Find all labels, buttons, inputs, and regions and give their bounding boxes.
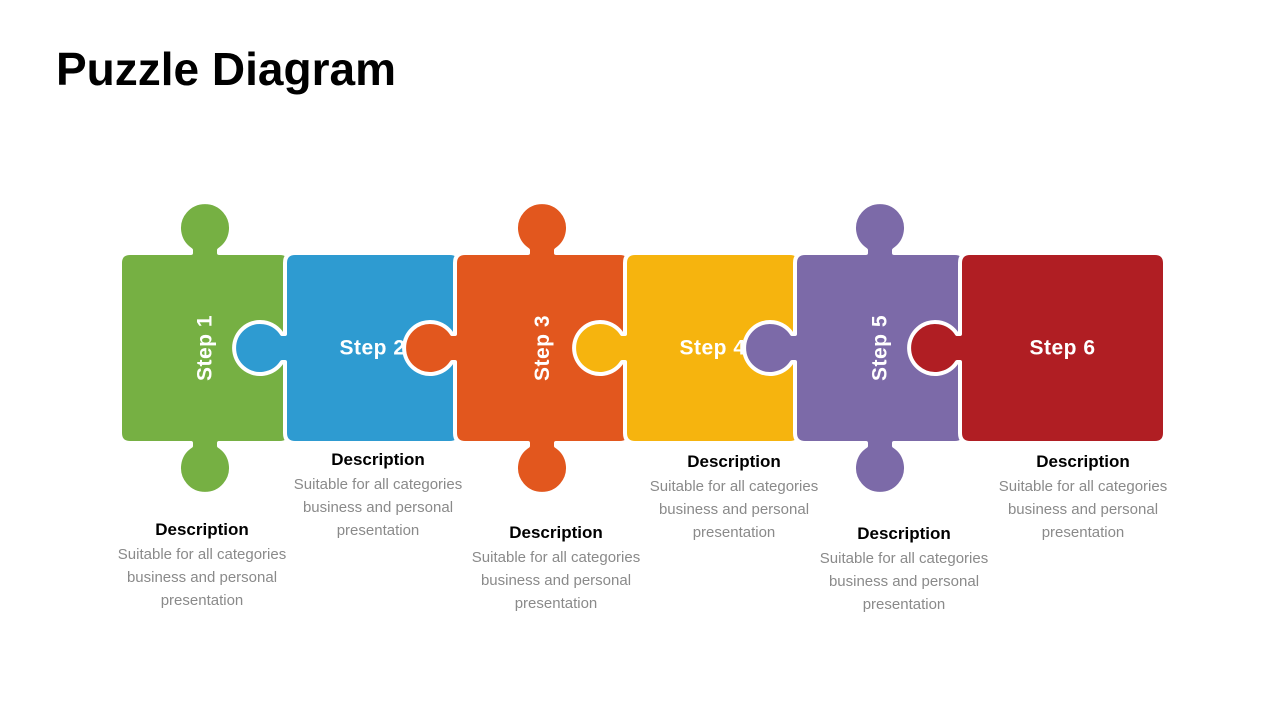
step-1-label: Step 1 [194,315,217,381]
description-step-1: Description Suitable for all categories … [92,520,312,612]
description-body: Suitable for all categories business and… [117,546,287,609]
step-2-label: Step 2 [339,337,405,360]
description-title: Description [687,452,781,471]
description-title: Description [155,520,249,539]
description-title: Description [1036,452,1130,471]
description-body: Suitable for all categories business and… [998,478,1168,541]
page-title: Puzzle Diagram [56,43,396,95]
description-step-5: Description Suitable for all categories … [794,524,1014,616]
description-step-6: Description Suitable for all categories … [973,452,1193,544]
description-body: Suitable for all categories business and… [819,550,989,613]
description-title: Description [331,450,425,469]
description-title: Description [857,524,951,543]
step-3-label: Step 3 [531,315,554,381]
puzzle-piece-step-3 [402,200,632,496]
description-step-2: Description Suitable for all categories … [268,450,488,542]
description-step-3: Description Suitable for all categories … [446,523,666,615]
description-title: Description [509,523,603,542]
description-body: Suitable for all categories business and… [293,476,463,539]
description-body: Suitable for all categories business and… [649,478,819,541]
step-6-label: Step 6 [1029,337,1095,360]
puzzle-diagram: Step 1 Step 2 Step 3 Step 4 Step 5 Step … [118,200,1167,496]
description-step-4: Description Suitable for all categories … [624,452,844,544]
puzzle-piece-step-6 [907,251,1167,445]
puzzle-piece-step-2 [232,251,462,445]
puzzle-piece-step-5 [742,200,967,496]
description-body: Suitable for all categories business and… [471,549,641,612]
puzzle-piece-step-4 [572,251,802,445]
step-4-label: Step 4 [679,337,745,360]
step-5-label: Step 5 [869,315,892,381]
